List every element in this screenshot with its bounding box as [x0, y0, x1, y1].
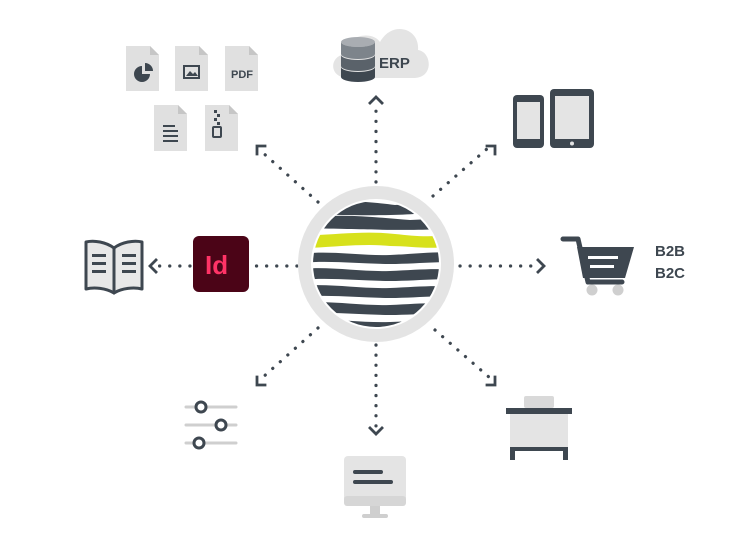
connector-files: [260, 150, 320, 204]
arrow-up-right-icon: [485, 144, 497, 156]
arrow-left-icon: [148, 258, 158, 274]
cloud-database-icon: [333, 28, 429, 82]
arrow-down-right-icon: [485, 375, 497, 387]
zip-file-icon: [205, 105, 238, 151]
sliders-icon: [184, 400, 238, 450]
pos-counter-icon: [506, 396, 572, 460]
dotted-connectors: [154, 102, 538, 430]
arrow-right-icon: [536, 258, 546, 274]
arrow-down-icon: [368, 426, 384, 436]
display-node: [344, 456, 406, 518]
open-book-icon: [84, 239, 144, 295]
pdf-file-label: PDF: [231, 69, 253, 81]
shop-node: B2B B2C: [560, 236, 685, 296]
hub-highlight-stripe: [313, 232, 439, 248]
settings-node: [184, 400, 238, 450]
erp-node: ERP: [333, 28, 429, 82]
erp-label: ERP: [379, 55, 410, 72]
indesign-node: Id: [193, 236, 249, 292]
pdf-file-icon: PDF: [225, 46, 258, 91]
shopping-cart-icon: [560, 236, 634, 296]
central-hub: [298, 186, 454, 342]
monitor-icon: [344, 456, 406, 518]
image-file-icon: [175, 46, 208, 91]
files-node: PDF: [126, 46, 258, 151]
phone-tablet-icon: [513, 89, 594, 148]
shop-label-b2c: B2C: [655, 265, 685, 282]
print-node: [84, 239, 144, 295]
devices-node: [513, 89, 594, 148]
chart-file-icon: [126, 46, 159, 91]
pos-node: [506, 396, 572, 460]
shop-label-b2b: B2B: [655, 243, 685, 260]
indesign-app-icon: [193, 236, 249, 292]
arrow-up-icon: [368, 95, 384, 105]
arrow-up-left-icon: [255, 144, 267, 156]
connector-settings: [260, 326, 320, 380]
text-file-icon: [154, 105, 187, 151]
arrow-heads: [148, 95, 546, 436]
connector-devices: [431, 146, 490, 198]
connector-pos: [433, 328, 492, 380]
arrow-down-left-icon: [255, 375, 267, 387]
indesign-label: Id: [205, 250, 228, 280]
